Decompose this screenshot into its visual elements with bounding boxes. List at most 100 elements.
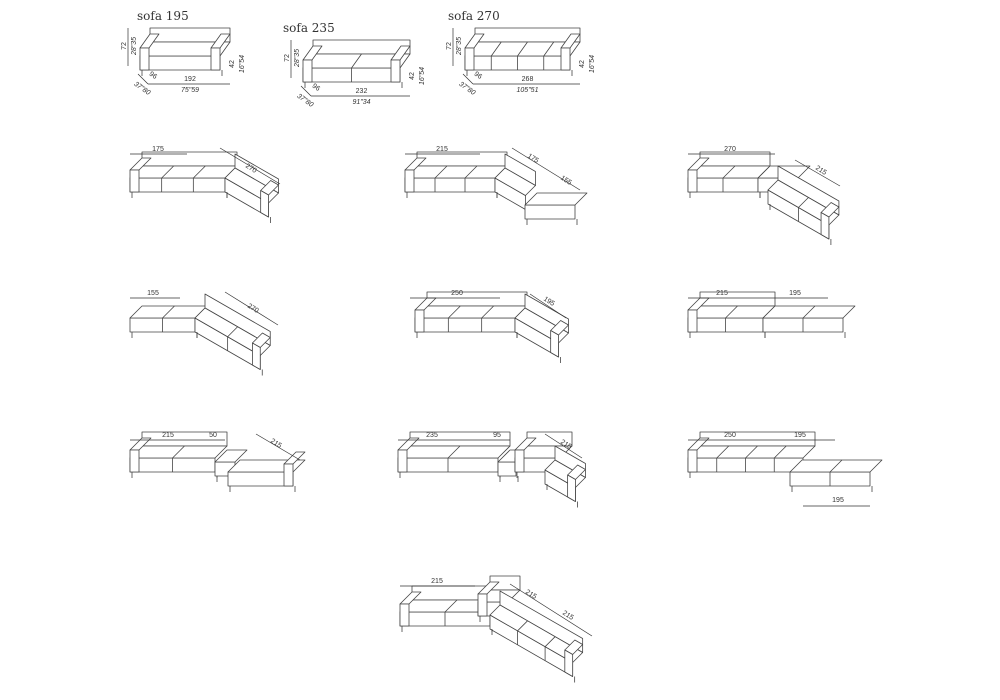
cushion-divider — [447, 445, 461, 459]
dimension-label: 16"54 — [239, 55, 246, 73]
dimension-line — [255, 433, 301, 461]
cushion-divider — [829, 459, 843, 473]
armrest-front — [687, 309, 698, 333]
dimension-label: 215 — [716, 290, 728, 297]
seat-front — [497, 461, 517, 477]
armrest-front — [399, 603, 410, 627]
seat-cushion — [524, 192, 588, 206]
dimension-label: 175 — [526, 153, 540, 165]
dimension-label: 155 — [559, 175, 573, 187]
seat-cushion — [414, 305, 528, 319]
dimension-label: 215 — [561, 610, 575, 622]
cushion-divider — [434, 165, 448, 179]
dimension-label: 105"51 — [517, 87, 539, 94]
dimension-line — [544, 433, 583, 459]
dimension-label: 215 — [162, 432, 174, 439]
backrest — [699, 291, 776, 307]
seat-front — [524, 204, 576, 220]
dimension-label: 75"59 — [181, 87, 199, 94]
dimension-label: 37"80 — [457, 81, 476, 97]
armrest-front — [252, 342, 261, 370]
armrest-front — [302, 59, 313, 83]
dimension-label: 72 — [446, 42, 453, 50]
dimension-label: 96 — [148, 71, 158, 81]
dimension-label: 215 — [436, 146, 448, 153]
dimension-label: 270 — [246, 303, 260, 315]
cushion-divider — [490, 41, 502, 57]
armrest-front — [397, 449, 408, 473]
armrest-front — [560, 47, 571, 71]
cushion-divider — [543, 41, 555, 57]
armrest-front — [414, 309, 425, 333]
armrest-front — [567, 474, 576, 502]
dimension-label: 16"54 — [589, 55, 596, 73]
seat-front — [414, 317, 516, 333]
dimension-label: 175 — [152, 146, 164, 153]
armrest-front — [464, 47, 475, 71]
armrest-front — [260, 190, 269, 218]
seat-cushion — [404, 165, 508, 179]
cushion-divider — [193, 165, 206, 179]
dimension-label: 195 — [832, 497, 844, 504]
dimension-line — [300, 85, 312, 97]
dimension-label: 235 — [426, 432, 438, 439]
armrest-front — [514, 449, 525, 473]
armrest-front — [129, 169, 140, 193]
backrest — [426, 291, 528, 307]
dimension-label: 96 — [311, 83, 321, 93]
cushion-divider — [725, 305, 738, 319]
dimension-line — [509, 583, 593, 637]
cushion-divider — [773, 445, 787, 459]
dimension-line — [511, 147, 581, 191]
cushion-divider — [161, 165, 174, 179]
cushion-divider — [172, 445, 185, 459]
cushion-divider — [722, 165, 736, 179]
seat-front — [227, 471, 294, 487]
cushion-divider — [517, 620, 528, 632]
dimension-label: 195 — [789, 290, 801, 297]
armrest-front — [820, 212, 830, 240]
dimension-label: 72 — [121, 42, 128, 50]
dimension-line — [529, 293, 567, 319]
armrest-front — [477, 593, 488, 617]
dimension-label: 250 — [451, 290, 463, 297]
dimension-label: 270 — [724, 146, 736, 153]
dimension-label: sofa 270 — [448, 9, 500, 23]
cushion-divider — [448, 305, 461, 319]
cushion-divider — [444, 599, 458, 613]
cushion-divider — [544, 636, 556, 647]
dimension-label: sofa 195 — [137, 9, 189, 23]
dimension-label: 42 — [579, 60, 586, 68]
dimension-label: 28"35 — [294, 49, 301, 68]
dimension-label: 42 — [409, 72, 416, 80]
dimension-label: 192 — [184, 76, 196, 83]
seat-cushion — [494, 167, 536, 196]
dimension-label: sofa 235 — [283, 21, 335, 35]
dimension-label: 95 — [493, 432, 501, 439]
armrest-front — [564, 649, 574, 677]
cushion-divider — [351, 53, 362, 69]
dimension-label: 28"35 — [131, 37, 138, 56]
seat-cushion — [129, 165, 238, 179]
configuration-6: 215 195 — [687, 290, 856, 338]
backrest — [312, 39, 411, 55]
dimension-label: 72 — [284, 54, 291, 62]
armrest-front — [283, 463, 294, 487]
dimension-label: 215 — [524, 589, 538, 601]
dimension-line — [794, 159, 841, 187]
dimension-label: 232 — [356, 88, 368, 95]
cushion-divider — [227, 326, 238, 338]
armrest-front — [687, 169, 698, 193]
dimension-label: 16"54 — [419, 67, 426, 85]
dimension-label: 195 — [794, 432, 806, 439]
dimension-line — [219, 147, 281, 185]
seat-cushion — [214, 449, 248, 463]
